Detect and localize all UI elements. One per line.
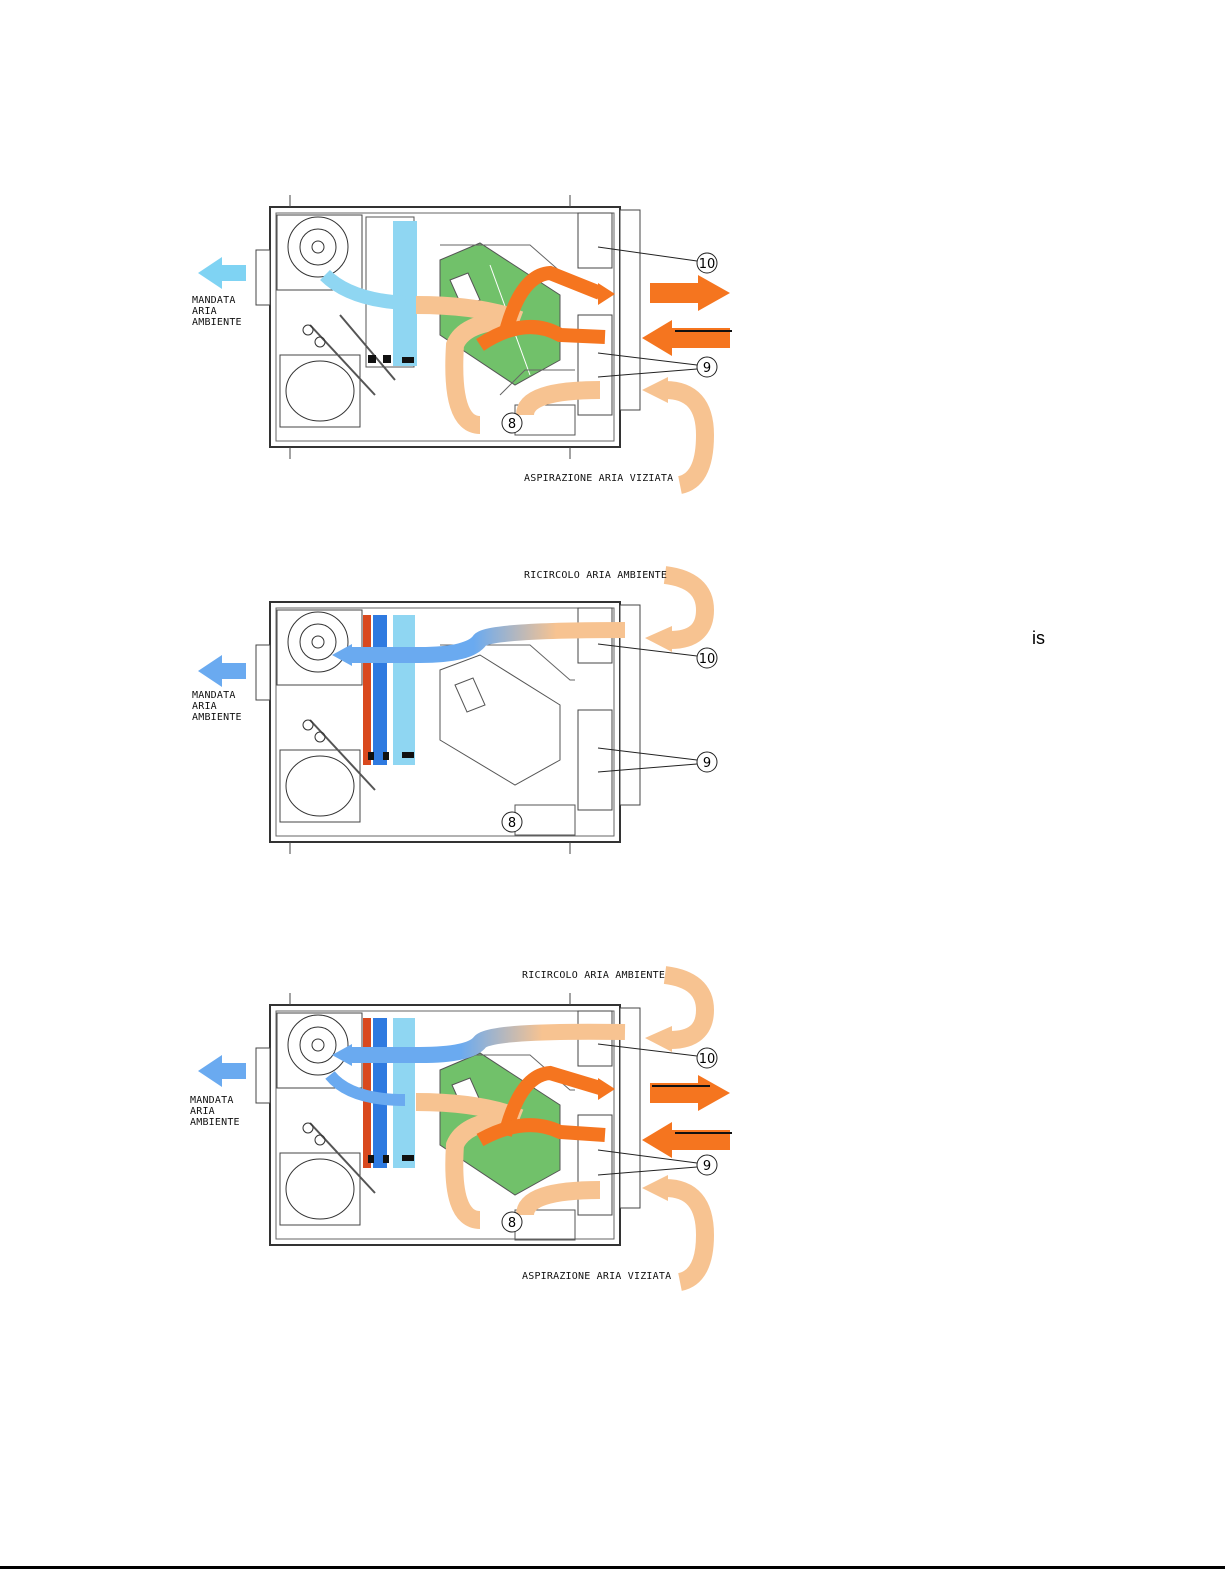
label-recirc: RICIRCOLO ARIA AMBIENTE: [524, 570, 667, 581]
diagram-3: 10 9 8 MANDATA ARIA AMBIENTE RICIRCOLO A…: [180, 960, 740, 1290]
cooling-coil: [393, 1018, 415, 1168]
supply-air-arrow: [198, 1055, 222, 1087]
footer-rule: [0, 1566, 1225, 1569]
svg-text:8: 8: [508, 1216, 516, 1231]
unit-schematic-3: 10 9 8: [180, 960, 740, 1290]
svg-text:9: 9: [703, 361, 711, 376]
heating-coil: [363, 615, 371, 765]
svg-text:9: 9: [703, 756, 711, 771]
exhaust-out-arrow: [698, 275, 730, 311]
cooling-coil: [393, 615, 415, 765]
exhaust-out-arrow: [698, 1075, 730, 1111]
coil-blue: [373, 615, 387, 765]
unit-schematic-2: 10 9 8: [180, 560, 740, 890]
stray-text: is: [1032, 628, 1045, 649]
extract-air-arrow: [665, 1188, 705, 1282]
svg-text:10: 10: [699, 652, 716, 667]
supply-air-arrow: [198, 655, 222, 687]
right-ports: [620, 210, 640, 410]
supply-air-arrow: [198, 257, 222, 289]
label-recirc: RICIRCOLO ARIA AMBIENTE: [522, 970, 665, 981]
cooling-coil: [393, 221, 417, 366]
unit-schematic-1: 10 9 8: [180, 185, 740, 515]
fresh-in-arrow: [642, 320, 672, 356]
diagram-1: 10 9 8 MANDATA ARIA AMBIENTE ASPIRAZIONE…: [180, 185, 740, 515]
label-supply: MANDATA ARIA AMBIENTE: [192, 690, 262, 723]
diagram-2: 10 9 8 MANDATA ARIA AMBIENTE RICIRCOLO A…: [180, 560, 740, 890]
svg-text:8: 8: [508, 816, 516, 831]
svg-text:8: 8: [508, 417, 516, 432]
svg-text:9: 9: [703, 1159, 711, 1174]
label-extract: ASPIRAZIONE ARIA VIZIATA: [524, 473, 673, 484]
svg-text:10: 10: [699, 257, 716, 272]
svg-text:10: 10: [699, 1052, 716, 1067]
label-supply: MANDATA ARIA AMBIENTE: [192, 295, 262, 328]
label-extract: ASPIRAZIONE ARIA VIZIATA: [522, 1271, 671, 1282]
extract-air-arrow: [665, 390, 705, 485]
fresh-in-arrow: [642, 1122, 672, 1158]
label-supply: MANDATA ARIA AMBIENTE: [190, 1095, 260, 1128]
